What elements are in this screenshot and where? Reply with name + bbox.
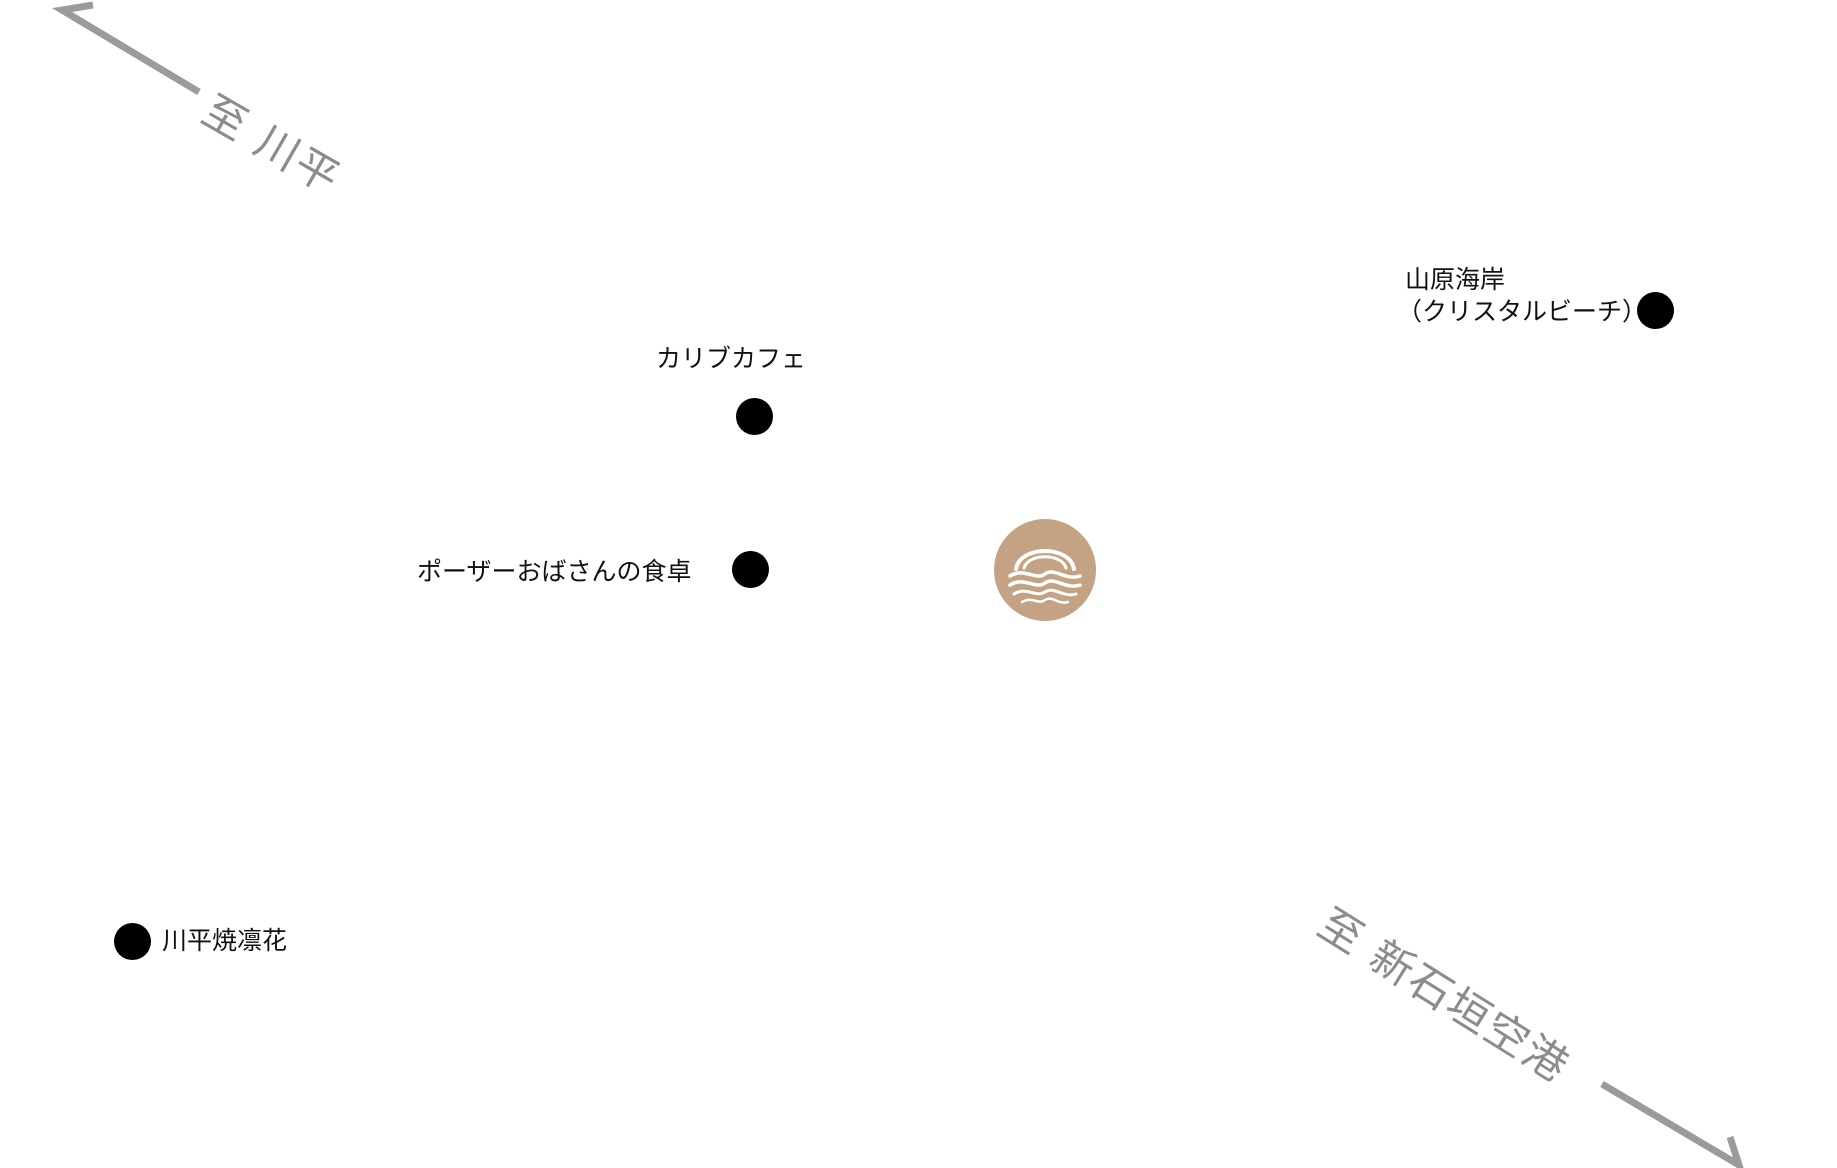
poi-marker-yamabara-beach[interactable] <box>1637 292 1674 329</box>
poi-label-posa-obasan: ポーザーおばさんの食卓 <box>417 557 692 586</box>
poi-marker-posa-obasan[interactable] <box>732 551 769 588</box>
direction-label-kabira: 至 川平 <box>193 86 349 205</box>
poi-label-line1: 山原海岸 <box>1405 265 1506 294</box>
poi-marker-kabirayaki-rinka[interactable] <box>114 923 151 960</box>
poi-label-yamabara-beach: 山原海岸 （クリスタルビーチ） <box>1397 264 1647 328</box>
poi-marker-caribe-cafe[interactable] <box>736 398 773 435</box>
hotel-wave-logo-icon[interactable] <box>994 519 1096 621</box>
poi-label-kabirayaki-rinka: 川平焼凛花 <box>162 926 288 955</box>
direction-label-airport: 至 新石垣空港 <box>1309 899 1578 1093</box>
poi-label-caribe-cafe: カリブカフェ <box>656 344 807 373</box>
poi-label-line2: （クリスタルビーチ） <box>1397 297 1648 326</box>
